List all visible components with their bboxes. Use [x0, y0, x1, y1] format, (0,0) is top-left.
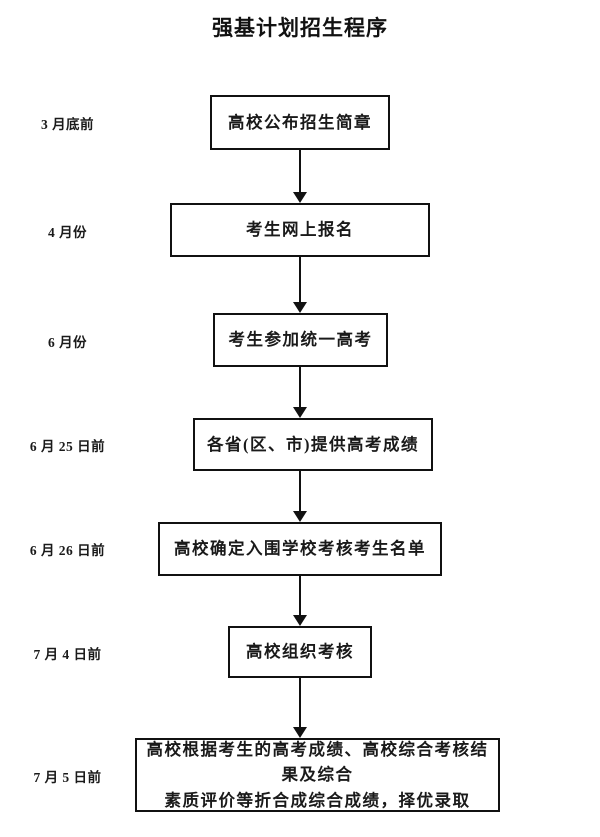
connector-shaft	[299, 367, 301, 409]
connector-6-to-7	[293, 678, 307, 738]
flow-node-label: 考生参加统一高考	[228, 330, 373, 350]
date-label-step-6: 7 月 4 日前	[33, 647, 102, 662]
flow-node-step-3[interactable]: 考生参加统一高考	[213, 313, 388, 367]
flow-node-step-6[interactable]: 高校组织考核	[228, 626, 372, 678]
connector-4-to-5	[293, 471, 307, 522]
flow-node-step-2[interactable]: 考生网上报名	[170, 203, 430, 257]
connector-shaft	[299, 257, 301, 304]
flow-node-step-5[interactable]: 高校确定入围学校考核考生名单	[158, 522, 442, 576]
arrowhead-down-icon	[293, 407, 307, 418]
connector-5-to-6	[293, 576, 307, 626]
flow-node-label-line2: 素质评价等折合成综合成绩，择优录取	[164, 790, 471, 810]
flow-node-label: 高校公布招生简章	[228, 112, 372, 132]
date-label-step-2: 4 月份	[47, 225, 88, 240]
flow-node-step-7[interactable]: 高校根据考生的高考成绩、高校综合考核结果及综合 素质评价等折合成综合成绩，择优录…	[135, 738, 500, 812]
date-label-step-4: 6 月 25 日前	[29, 439, 106, 454]
date-label-step-7: 7 月 5 日前	[33, 770, 102, 785]
connector-3-to-4	[293, 367, 307, 418]
date-label-step-5: 6 月 26 日前	[29, 543, 106, 558]
connector-shaft	[299, 150, 301, 194]
flow-node-label: 各省(区、市)提供高考成绩	[207, 434, 419, 454]
page-title: 强基计划招生程序	[212, 16, 388, 40]
flow-node-step-1[interactable]: 高校公布招生简章	[210, 95, 390, 150]
flow-node-step-4[interactable]: 各省(区、市)提供高考成绩	[193, 418, 433, 471]
flow-node-label: 考生网上报名	[246, 220, 354, 240]
connector-shaft	[299, 576, 301, 617]
flow-node-label-multiline: 高校根据考生的高考成绩、高校综合考核结果及综合 素质评价等折合成综合成绩，择优录…	[137, 737, 498, 814]
arrowhead-down-icon	[293, 727, 307, 738]
flow-node-label: 高校组织考核	[246, 642, 354, 662]
arrowhead-down-icon	[293, 302, 307, 313]
date-label-step-1: 3 月底前	[40, 117, 95, 132]
connector-1-to-2	[293, 150, 307, 203]
connector-2-to-3	[293, 257, 307, 313]
arrowhead-down-icon	[293, 192, 307, 203]
connector-shaft	[299, 678, 301, 729]
arrowhead-down-icon	[293, 511, 307, 522]
flow-node-label: 高校确定入围学校考核考生名单	[174, 539, 426, 559]
connector-shaft	[299, 471, 301, 513]
arrowhead-down-icon	[293, 615, 307, 626]
flow-node-label-line1: 高校根据考生的高考成绩、高校综合考核结果及综合	[146, 739, 489, 785]
date-label-step-3: 6 月份	[47, 335, 88, 350]
